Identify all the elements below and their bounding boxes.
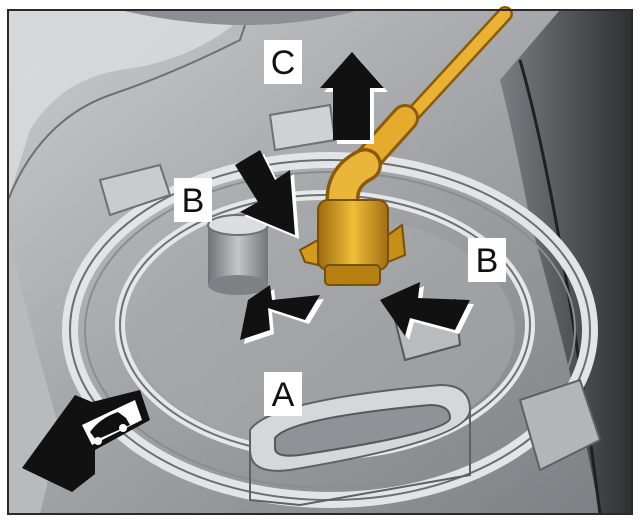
image-frame [7, 9, 633, 515]
label-b-right: B [468, 238, 506, 282]
label-c: C [264, 40, 302, 84]
svg-text:B: B [182, 182, 205, 220]
label-a: A [264, 372, 302, 416]
forward-direction-car-icon [22, 390, 150, 492]
svg-text:B: B [476, 242, 499, 280]
fuel-line-connector [298, 6, 513, 286]
pump-cap [207, 214, 269, 295]
svg-text:C: C [271, 44, 296, 82]
label-b-left: B [174, 178, 212, 222]
slot-opening [249, 383, 472, 507]
arrow-icon [235, 52, 474, 344]
svg-text:A: A [272, 376, 295, 414]
